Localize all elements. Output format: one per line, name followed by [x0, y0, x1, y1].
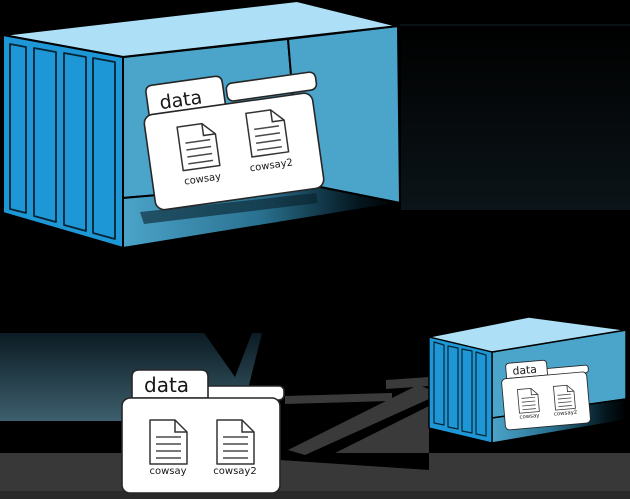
- file-label: cowsay: [184, 172, 222, 188]
- document-icon: [517, 387, 540, 414]
- folder-tab: [505, 359, 549, 380]
- corrugation-rib: [433, 341, 445, 426]
- large-container-folder-icon: data cowsay cowsay2: [143, 71, 325, 211]
- document-icon: [553, 384, 576, 411]
- document-icon: [216, 419, 255, 465]
- corrugation-rib: [475, 351, 487, 437]
- right-arrow-shadow: [236, 377, 429, 470]
- arrow-shadow-fragment: [386, 377, 429, 389]
- ambient-shade: [401, 26, 630, 210]
- arrow-black-cut: [236, 453, 429, 470]
- small-container-folder-icon: data cowsay cowsay2: [501, 359, 591, 431]
- corrugation-rib: [33, 47, 57, 223]
- document-icon: [149, 419, 188, 465]
- folder-shadow: [140, 193, 318, 224]
- down-arrowhead-icon: [204, 333, 252, 377]
- file-label: cowsay2: [213, 466, 256, 477]
- host-folder-icon: data cowsay cowsay2: [121, 369, 285, 494]
- document-icon: [176, 122, 221, 172]
- gray-band-edge: [0, 491, 630, 499]
- folder-tab: [131, 369, 209, 399]
- arrow-shadow-fragment: [285, 393, 392, 404]
- document-icon: [245, 109, 290, 158]
- file-label: cowsay: [519, 413, 540, 421]
- folder-tab-label: data: [144, 373, 189, 397]
- container-corrugated-face: [428, 336, 493, 444]
- corrugation-rib: [447, 345, 459, 430]
- folder-body: [121, 397, 281, 494]
- container-corrugated-face: [2, 34, 124, 249]
- folder-body: [501, 371, 591, 431]
- corrugation-rib: [9, 43, 27, 214]
- corrugation-rib: [461, 348, 473, 434]
- corrugation-rib: [92, 57, 116, 240]
- folder-tab-label: data: [512, 363, 537, 378]
- corrugation-rib: [63, 52, 87, 232]
- arrow-shadow-fragment: [335, 406, 429, 453]
- arrow-shadow-fragment: [288, 385, 429, 455]
- file-label: cowsay2: [554, 410, 578, 418]
- folder-back-sheet: [225, 71, 318, 102]
- file-label: cowsay: [149, 466, 186, 477]
